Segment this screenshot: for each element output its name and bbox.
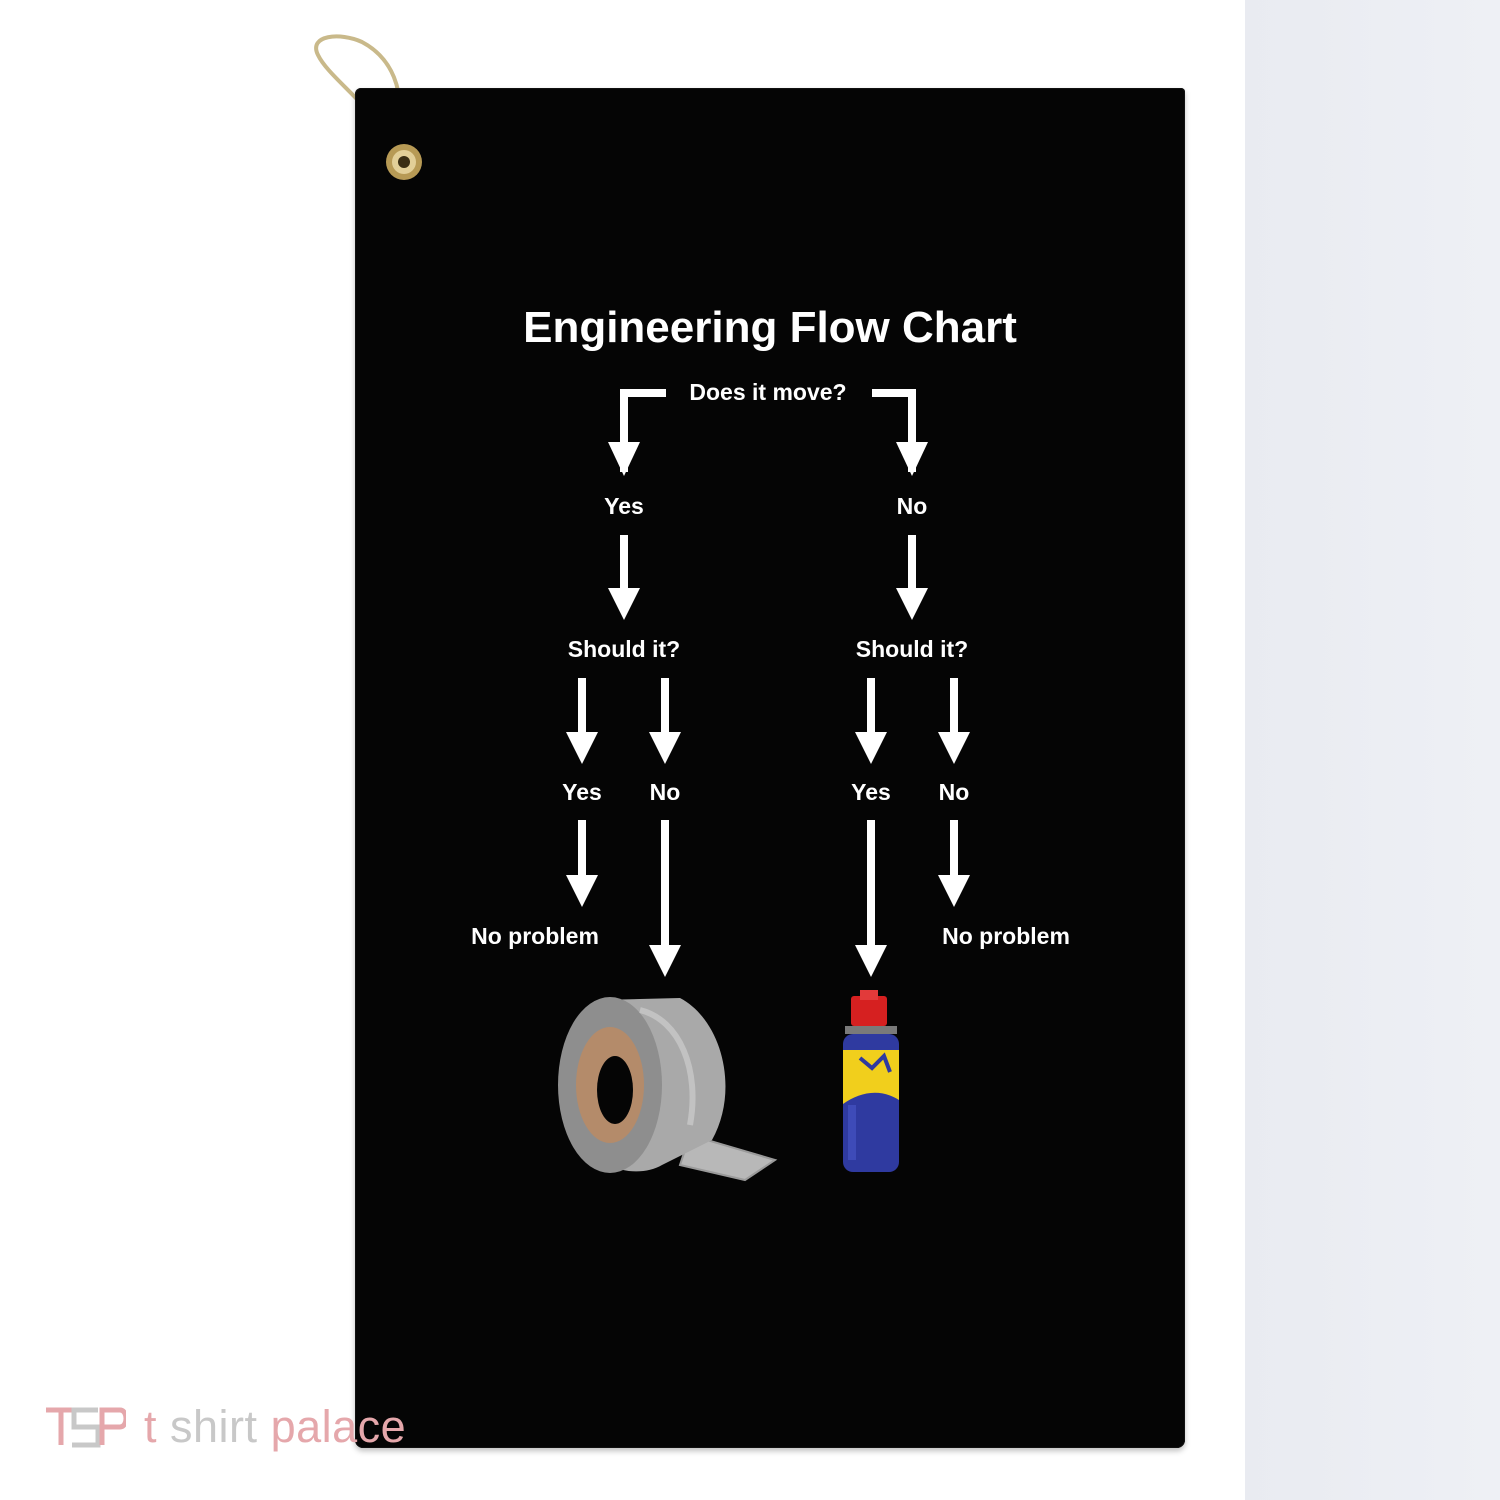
right-yes: Yes: [851, 779, 891, 805]
grommet-icon: [386, 144, 422, 180]
right-no: No: [938, 779, 970, 805]
golf-towel: [355, 88, 1185, 1448]
left-yes: Yes: [562, 779, 602, 805]
left-no: No: [649, 779, 681, 805]
watermark: t shirt palace: [44, 1401, 407, 1452]
left-outcome: No problem: [471, 923, 599, 949]
watermark-text: t shirt palace: [144, 1401, 407, 1452]
duct-tape-icon: [558, 997, 778, 1182]
right-question: Should it?: [855, 636, 969, 662]
right-outcome: No problem: [942, 923, 1070, 949]
lubricant-spray-can-icon: [843, 990, 899, 1172]
left-answer: Yes: [604, 493, 644, 519]
chart-title: Engineering Flow Chart: [523, 303, 1017, 352]
right-answer: No: [896, 493, 928, 519]
left-question: Should it?: [567, 636, 681, 662]
root-question: Does it move?: [689, 379, 847, 405]
backdrop: [1245, 0, 1500, 1500]
tsp-logo: [46, 1407, 126, 1448]
